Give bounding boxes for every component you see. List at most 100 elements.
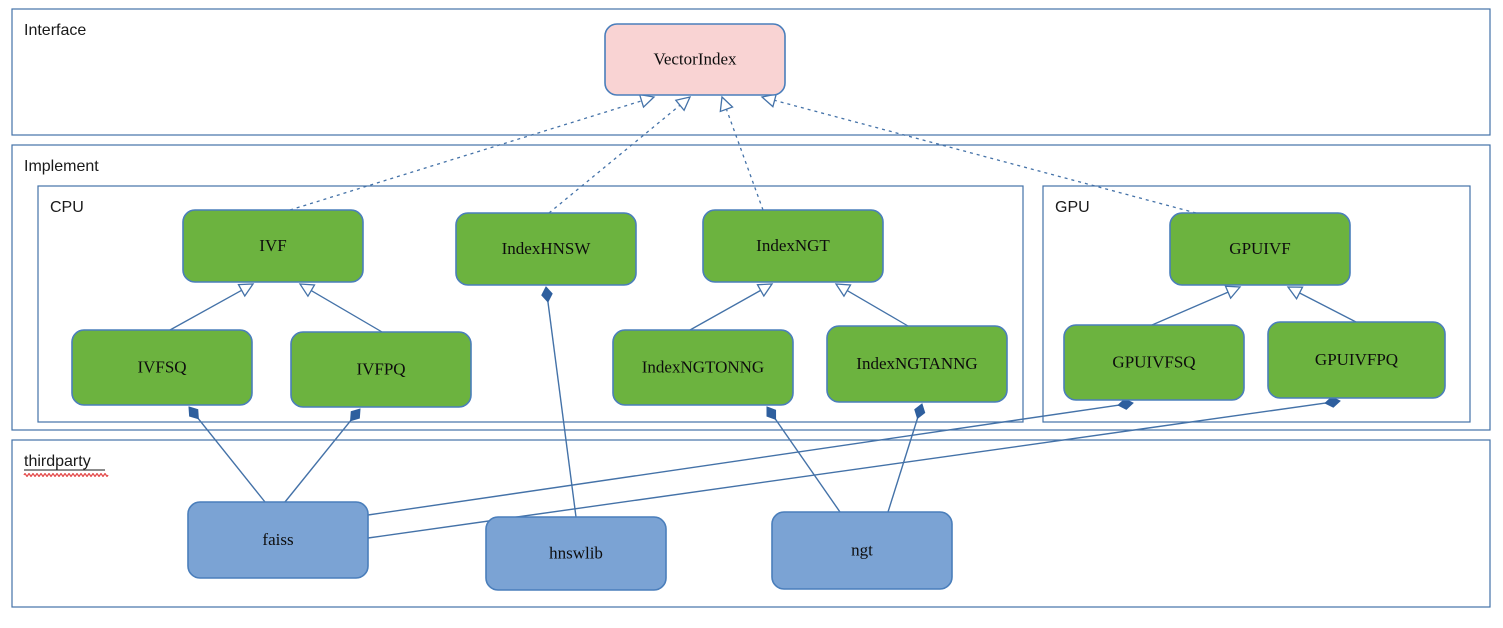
node-label-hnswlib: hnswlib <box>549 543 603 562</box>
realization-arrowhead-icon <box>760 93 778 108</box>
generalization-arrowhead-icon <box>298 283 316 298</box>
relation-generalization-ivfsq-to-ivf <box>169 283 255 331</box>
node-label-faiss: faiss <box>262 530 293 549</box>
realization-arrowhead-icon <box>719 95 734 113</box>
relation-realization-gpuivf-to-vectorindex <box>760 93 1197 214</box>
relation-composition-faiss-to-ivfsq <box>188 406 266 503</box>
group-cpu: CPU <box>37 185 1024 423</box>
class-node-gpuivfpq[interactable]: GPUIVFPQ <box>1267 321 1446 399</box>
group-border-cpu <box>37 185 1024 423</box>
group-label-thirdparty: thirdparty <box>24 453 91 470</box>
relation-lines <box>169 93 1357 539</box>
class-node-ivfsq[interactable]: IVFSQ <box>71 329 253 406</box>
class-node-gpuivfsq[interactable]: GPUIVFSQ <box>1063 324 1245 401</box>
node-label-gpuivfsq: GPUIVFSQ <box>1112 352 1195 371</box>
class-node-vectorindex[interactable]: VectorIndex <box>604 23 786 96</box>
class-node-hnswlib[interactable]: hnswlib <box>485 516 667 591</box>
node-box-gpuivfpq[interactable] <box>1267 321 1446 399</box>
node-box-gpuivfsq[interactable] <box>1063 324 1245 401</box>
node-box-ivfsq[interactable] <box>71 329 253 406</box>
node-label-vectorindex: VectorIndex <box>653 49 737 68</box>
relation-generalization-indexngtanng-to-indexngt <box>834 283 909 327</box>
group-border-implement <box>11 144 1491 431</box>
node-box-vectorindex[interactable] <box>604 23 786 96</box>
relation-composition-faiss-to-gpuivfsq <box>367 398 1134 516</box>
relation-line <box>774 418 841 513</box>
relation-line <box>846 289 909 327</box>
generalization-arrowhead-icon <box>834 283 852 298</box>
node-box-ngt[interactable] <box>771 511 953 590</box>
node-box-indexngt[interactable] <box>702 209 884 283</box>
class-node-indexngt[interactable]: IndexNGT <box>702 209 884 283</box>
class-node-ngt[interactable]: ngt <box>771 511 953 590</box>
relation-line <box>547 300 577 518</box>
composition-diamond-icon <box>914 403 926 420</box>
node-label-ngt: ngt <box>851 540 873 559</box>
relation-line <box>689 289 762 331</box>
composition-diamond-icon <box>188 406 199 420</box>
generalization-arrowhead-icon <box>237 283 255 298</box>
node-label-ivfsq: IVFSQ <box>137 357 186 376</box>
class-node-faiss[interactable]: faiss <box>187 501 369 579</box>
node-label-indexngtanng: IndexNGTANNG <box>856 354 977 373</box>
node-box-hnswlib[interactable] <box>485 516 667 591</box>
relation-line <box>548 104 682 214</box>
relation-line <box>367 404 1120 516</box>
group-label-cpu: CPU <box>50 199 84 216</box>
composition-diamond-icon <box>541 286 553 303</box>
generalization-arrowhead-icon <box>1224 285 1242 300</box>
relation-realization-ivf-to-vectorindex <box>289 93 656 211</box>
relation-line <box>1298 291 1357 323</box>
node-label-indexngt: IndexNGT <box>756 236 830 255</box>
relation-generalization-gpuivfpq-to-gpuivf <box>1286 286 1357 323</box>
group-label-interface: Interface <box>24 22 86 39</box>
node-box-ivfpq[interactable] <box>290 331 472 408</box>
relation-line <box>289 99 643 211</box>
class-node-gpuivf[interactable]: GPUIVF <box>1169 212 1351 286</box>
group-label-gpu: GPU <box>1055 199 1090 216</box>
group-border-gpu <box>1042 185 1471 423</box>
generalization-arrowhead-icon <box>1286 286 1304 300</box>
relation-line <box>169 289 243 331</box>
group-border-interface <box>11 8 1491 136</box>
node-box-faiss[interactable] <box>187 501 369 579</box>
node-label-indexngtonng: IndexNGTONNG <box>642 357 764 376</box>
group-implement: Implement <box>11 144 1491 431</box>
relation-composition-ngt-to-indexngtanng <box>887 403 926 513</box>
class-node-indexngtanng[interactable]: IndexNGTANNG <box>826 325 1008 403</box>
class-node-indexngtonng[interactable]: IndexNGTONNG <box>612 329 794 406</box>
node-label-gpuivfpq: GPUIVFPQ <box>1315 350 1398 369</box>
composition-diamond-icon <box>350 408 361 422</box>
node-label-ivfpq: IVFPQ <box>356 359 405 378</box>
node-label-ivf: IVF <box>259 236 286 255</box>
node-box-indexngtonng[interactable] <box>612 329 794 406</box>
relation-line <box>284 419 352 503</box>
relation-realization-indexhnsw-to-vectorindex <box>548 96 692 214</box>
composition-diamond-icon <box>766 406 777 421</box>
node-box-indexngtanng[interactable] <box>826 325 1008 403</box>
relation-line <box>367 402 1327 539</box>
node-label-indexhnsw: IndexHNSW <box>502 239 592 258</box>
group-border-thirdparty <box>11 439 1491 608</box>
class-node-ivfpq[interactable]: IVFPQ <box>290 331 472 408</box>
realization-arrowhead-icon <box>638 93 656 109</box>
node-box-indexhnsw[interactable] <box>455 212 637 286</box>
relation-composition-hnswlib-to-indexhnsw <box>541 286 577 518</box>
relation-line <box>887 417 919 513</box>
group-interface: Interface <box>11 8 1491 136</box>
generalization-arrowhead-icon <box>756 283 774 298</box>
class-node-ivf[interactable]: IVF <box>182 209 364 283</box>
node-box-gpuivf[interactable] <box>1169 212 1351 286</box>
node-box-ivf[interactable] <box>182 209 364 283</box>
relation-line <box>1151 291 1230 326</box>
relation-line <box>725 108 764 211</box>
group-gpu: GPU <box>1042 185 1471 423</box>
relation-line <box>197 417 266 503</box>
relation-generalization-indexngtonng-to-indexngt <box>689 283 774 331</box>
class-node-indexhnsw[interactable]: IndexHNSW <box>455 212 637 286</box>
relation-composition-ngt-to-indexngtonng <box>766 406 841 513</box>
